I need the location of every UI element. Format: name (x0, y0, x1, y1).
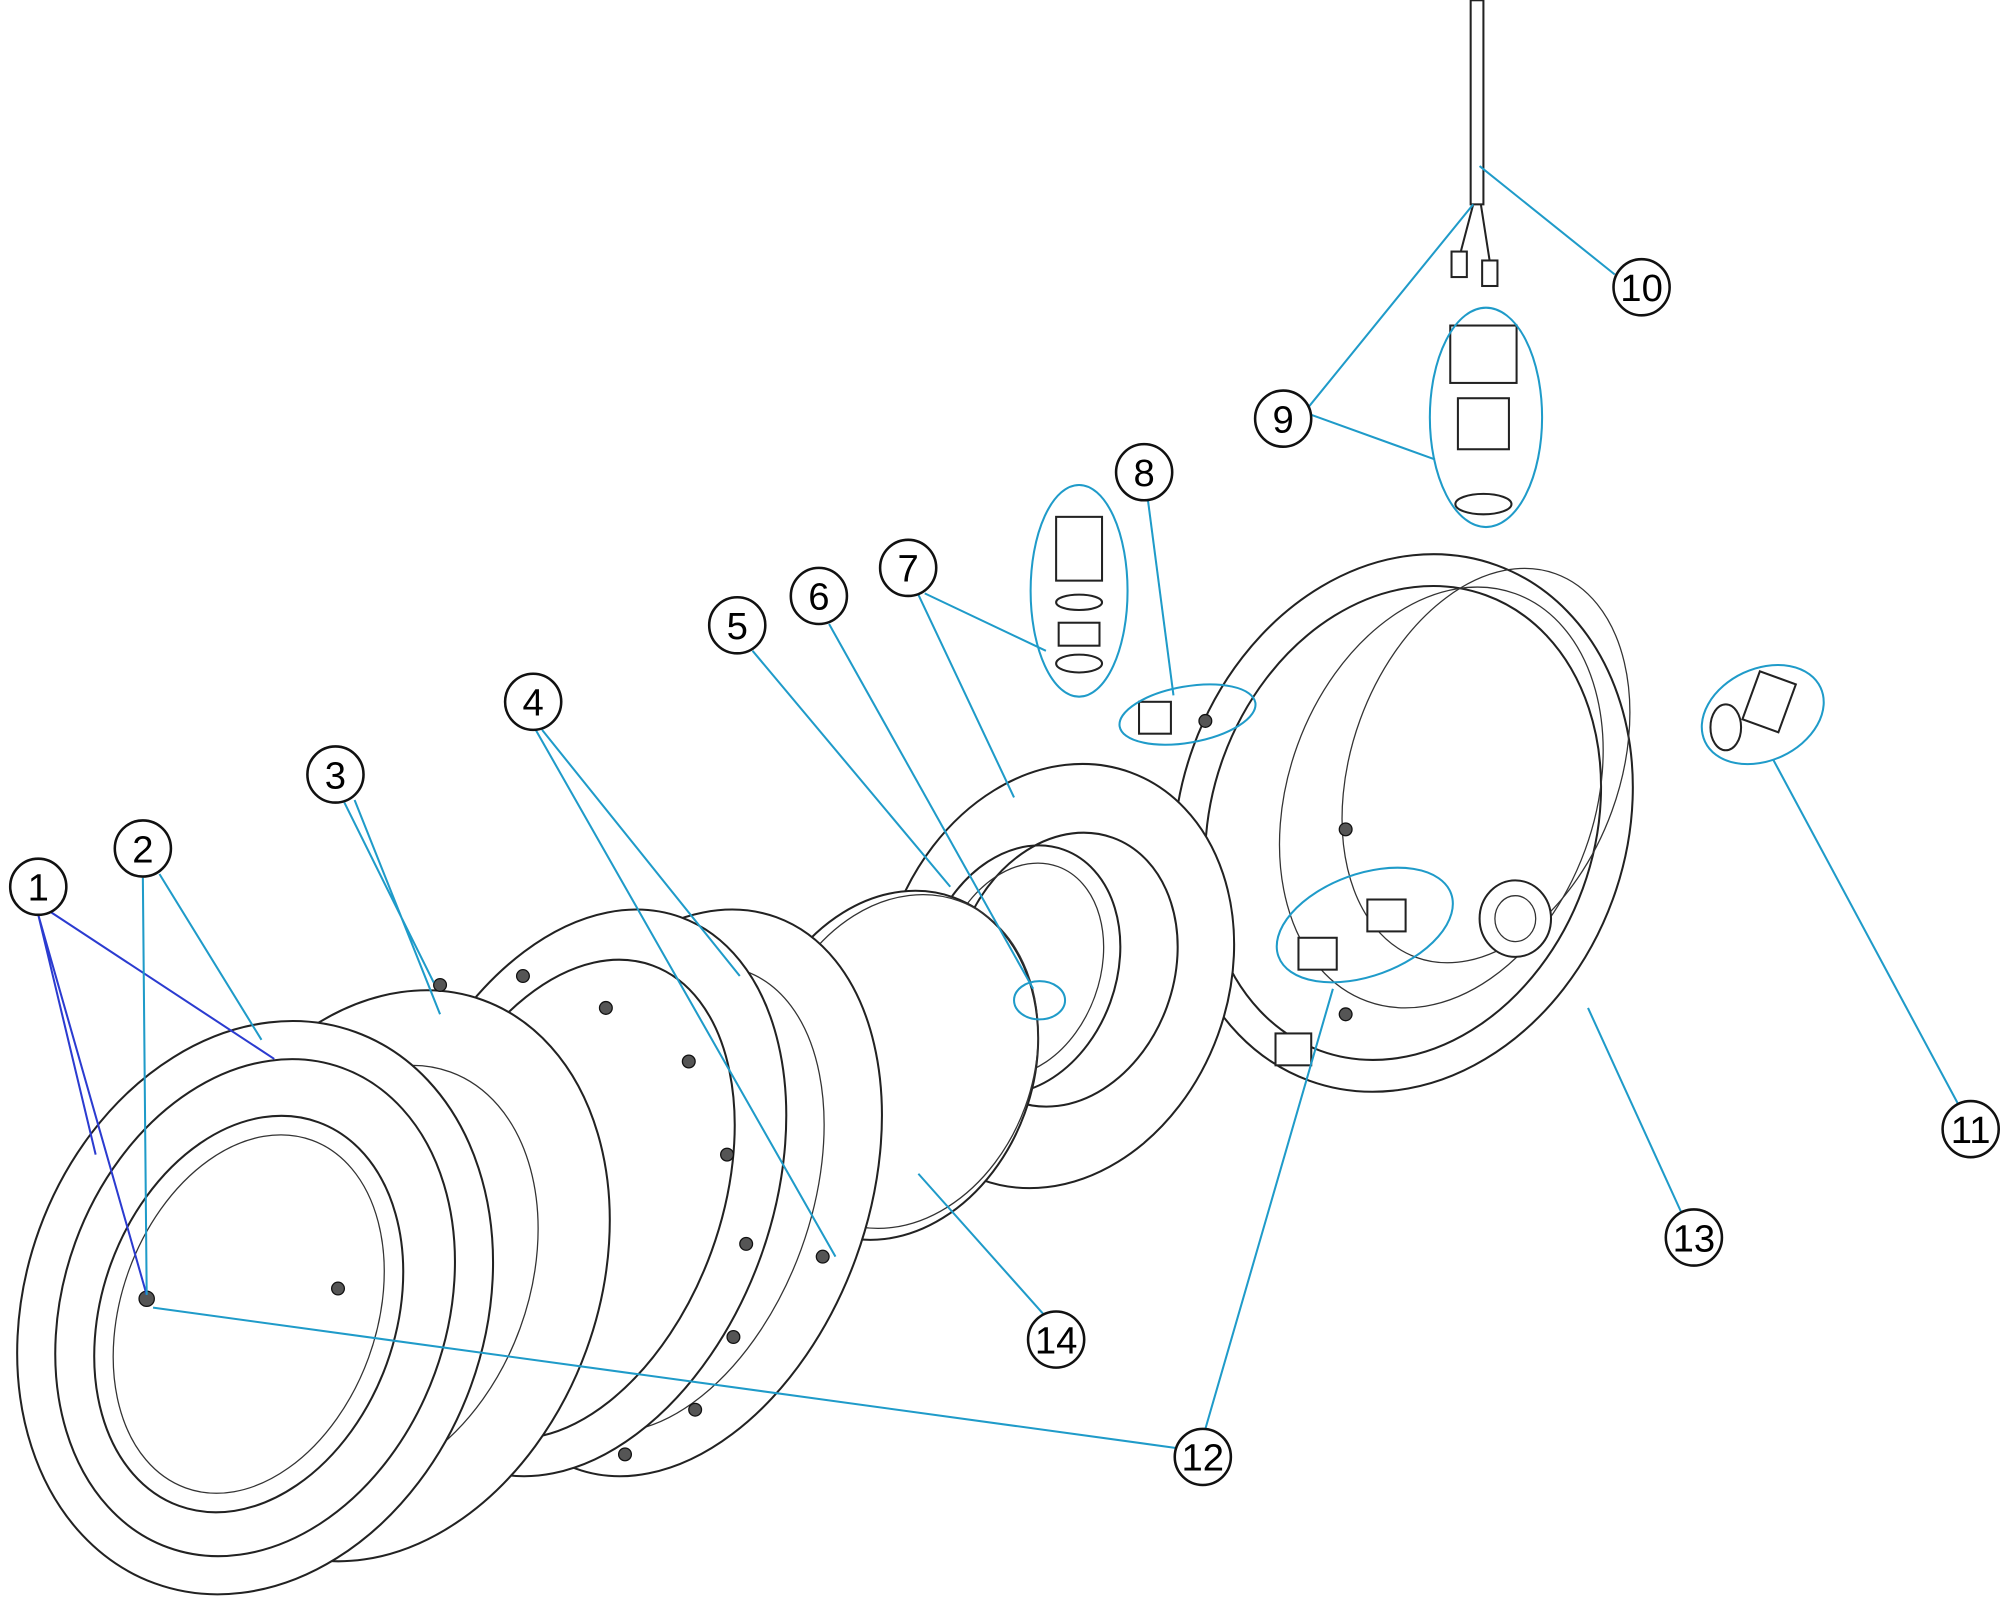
svg-text:9: 9 (1273, 398, 1294, 441)
svg-text:5: 5 (727, 605, 748, 648)
part-13-housing (1172, 553, 1634, 1093)
part-10-cable (1450, 0, 1499, 288)
callout-14: 14 (1026, 1310, 1086, 1369)
callout-8: 8 (1114, 442, 1174, 502)
part-7-gland-set (1055, 515, 1104, 674)
callout-6: 6 (789, 566, 849, 626)
svg-text:3: 3 (325, 754, 346, 797)
svg-text:13: 13 (1673, 1217, 1716, 1260)
part-11-plug (1709, 669, 1798, 752)
highlight-8 (1118, 683, 1257, 746)
callout-13: 13 (1664, 1208, 1724, 1267)
svg-text:4: 4 (523, 682, 544, 725)
highlight-9 (1428, 306, 1544, 529)
leader-lines (37, 165, 1959, 1449)
callout-5: 5 (707, 595, 767, 655)
highlight-7 (1029, 483, 1129, 698)
callout-12: 12 (1173, 1427, 1233, 1487)
callout-1: 1 (8, 857, 68, 917)
part-9-cable-gland (1449, 324, 1518, 516)
svg-text:7: 7 (898, 548, 919, 591)
svg-text:12: 12 (1182, 1437, 1225, 1480)
svg-text:2: 2 (132, 828, 153, 871)
svg-text:14: 14 (1035, 1319, 1078, 1362)
svg-text:11: 11 (1951, 1109, 1991, 1152)
callout-4: 4 (503, 672, 563, 732)
highlight-12 (1275, 866, 1454, 984)
part-8-clip (1138, 700, 1172, 735)
highlight-6 (1013, 980, 1067, 1021)
svg-text:1: 1 (28, 867, 49, 910)
part-12-clips (1274, 898, 1407, 1067)
screws (330, 713, 1353, 1462)
callout-7: 7 (878, 538, 938, 598)
callout-9: 9 (1253, 389, 1313, 448)
svg-text:6: 6 (808, 576, 829, 619)
callout-11: 11 (1941, 1099, 2000, 1159)
part-1-front-trim (16, 1020, 495, 1596)
callout-2: 2 (113, 819, 173, 878)
callout-3: 3 (306, 745, 365, 804)
svg-text:10: 10 (1620, 267, 1663, 310)
callout-10: 10 (1612, 257, 1671, 317)
svg-text:8: 8 (1133, 452, 1154, 495)
highlight-11 (1700, 663, 1825, 766)
